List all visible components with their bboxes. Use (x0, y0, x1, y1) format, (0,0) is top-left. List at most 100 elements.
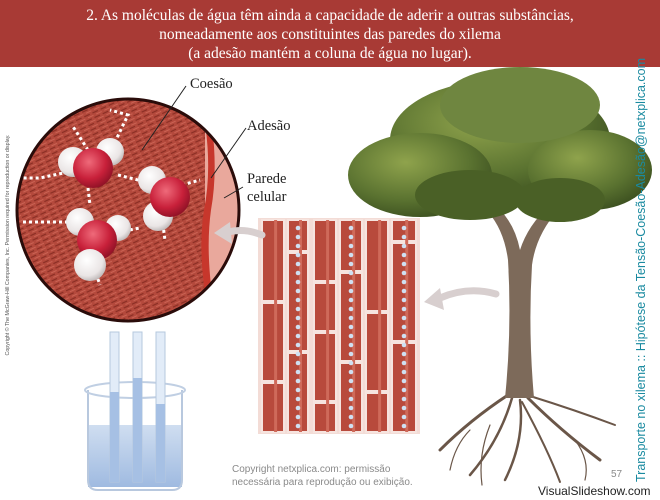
water-droplet (402, 325, 407, 330)
water-droplet (296, 244, 301, 249)
water-droplet (349, 361, 354, 366)
water-droplet (296, 226, 301, 231)
xylem-vessels-panel (258, 218, 420, 434)
water-droplet (296, 253, 301, 258)
water-droplet (349, 280, 354, 285)
water-droplet (402, 316, 407, 321)
water-droplet (349, 316, 354, 321)
water-droplet (349, 415, 354, 420)
water-droplet (402, 262, 407, 267)
side-title: Transporte no xilema :: Hipótese da Tens… (634, 58, 648, 482)
water-droplet (402, 370, 407, 375)
water-droplet (296, 370, 301, 375)
water-droplet (296, 298, 301, 303)
vessel-end-wall (314, 400, 336, 404)
water-droplet (296, 397, 301, 402)
water-droplet (349, 271, 354, 276)
water-droplet (402, 226, 407, 231)
water-droplet (296, 415, 301, 420)
water-droplet (402, 298, 407, 303)
water-droplet (349, 289, 354, 294)
water-droplet (349, 307, 354, 312)
magnified-xylem-circle (10, 95, 255, 330)
watermark: VisualSlideshow.com (538, 484, 651, 498)
water-droplet (296, 388, 301, 393)
water-droplet (349, 379, 354, 384)
water-droplet (349, 253, 354, 258)
water-droplet (402, 289, 407, 294)
page-number: 57 (611, 469, 622, 480)
vessel-end-wall (262, 380, 284, 384)
water-droplet (402, 406, 407, 411)
water-droplet (296, 334, 301, 339)
water-droplet (296, 406, 301, 411)
water-droplet (402, 244, 407, 249)
water-droplet (296, 352, 301, 357)
tree-roots (440, 395, 615, 485)
vessel-highlight (326, 220, 329, 432)
xylem-vessel (262, 220, 284, 432)
copyright-vertical: Copyright © The McGraw-Hill Companies, I… (5, 135, 11, 356)
water-droplet (296, 280, 301, 285)
footer-copyright-line-2: necessária para reprodução ou exibição. (232, 477, 413, 488)
cell-wall-label-line-2: celular (247, 189, 286, 206)
vessel-end-wall (366, 390, 388, 394)
water-droplet (402, 361, 407, 366)
water-droplet (402, 235, 407, 240)
vessel-end-wall (262, 300, 284, 304)
water-droplet (349, 424, 354, 429)
tree-canopy (348, 67, 652, 222)
footer-copyright-line-1: Copyright netxplica.com: permissão (232, 464, 390, 475)
vessel-end-wall (392, 240, 416, 244)
water-droplet (296, 307, 301, 312)
water-droplet (349, 226, 354, 231)
water-droplet (349, 334, 354, 339)
vessel-end-wall (366, 310, 388, 314)
cohesion-label: Coesão (190, 76, 233, 93)
vessel-end-wall (314, 280, 336, 284)
water-droplet (349, 262, 354, 267)
water-droplet (349, 343, 354, 348)
water-droplet (296, 316, 301, 321)
water-droplet (402, 271, 407, 276)
water-droplet (349, 235, 354, 240)
water-droplet (402, 307, 407, 312)
water-droplet (296, 289, 301, 294)
water-droplet (296, 361, 301, 366)
water-droplet (402, 379, 407, 384)
pointer-arrow (424, 288, 496, 310)
water-droplet (402, 424, 407, 429)
water-droplet (296, 343, 301, 348)
water-droplet (349, 370, 354, 375)
water-droplet (402, 334, 407, 339)
capillary-beaker (85, 332, 185, 490)
cell-wall-label-line-1: Parede (247, 171, 286, 188)
water-droplet (296, 271, 301, 276)
water-droplet (349, 325, 354, 330)
water-droplet (402, 280, 407, 285)
water-droplet (349, 406, 354, 411)
tree-trunk (488, 205, 558, 398)
water-droplet (349, 298, 354, 303)
water-droplet (296, 424, 301, 429)
water-droplet (296, 235, 301, 240)
water-droplet (402, 343, 407, 348)
water-droplet (349, 352, 354, 357)
xylem-vessel (366, 220, 388, 432)
water-droplet (402, 352, 407, 357)
water-droplet (402, 415, 407, 420)
water-droplet (349, 397, 354, 402)
vessel-highlight (378, 220, 381, 432)
vessel-highlight (274, 220, 277, 432)
water-droplet (402, 388, 407, 393)
adhesion-label: Adesão (247, 118, 291, 135)
water-droplet (296, 379, 301, 384)
water-droplet (349, 388, 354, 393)
water-droplet (402, 397, 407, 402)
water-droplet (296, 262, 301, 267)
water-droplet (349, 244, 354, 249)
vessel-end-wall (314, 330, 336, 334)
water-droplet (402, 253, 407, 258)
water-droplet (296, 325, 301, 330)
